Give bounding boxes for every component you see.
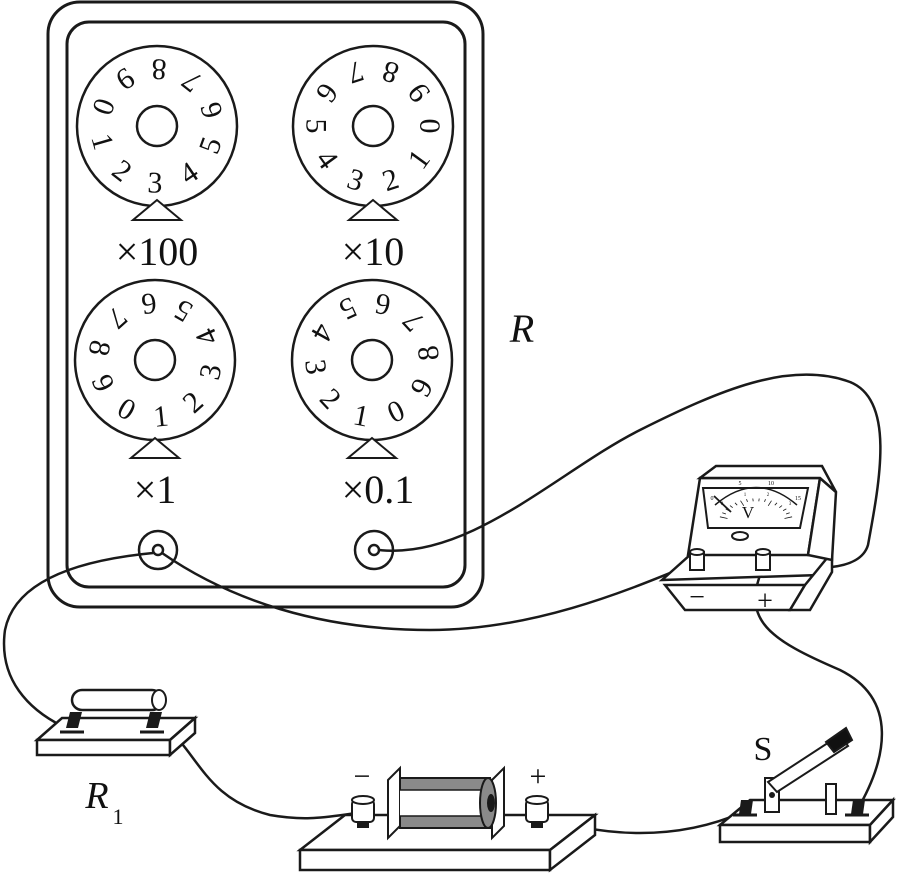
- voltmeter-plus-label: +: [757, 586, 773, 617]
- switch-label: S: [754, 731, 773, 768]
- dial-x100-multiplier: ×100: [116, 229, 199, 274]
- dial-x1-pointer: [131, 438, 179, 458]
- dial-x100-knob: [137, 106, 177, 146]
- resistor-body: [72, 690, 162, 710]
- switch-handle[interactable]: [826, 728, 852, 752]
- dial-digit: 8: [151, 52, 167, 86]
- wire-box-to-voltmeter-minus: [162, 553, 697, 630]
- resistor-r1: R 1: [37, 690, 195, 829]
- voltmeter-scale-label: 15: [795, 496, 801, 502]
- voltmeter-minus-label: −: [689, 582, 705, 613]
- dial-x1-knob: [135, 340, 175, 380]
- dial-x1-multiplier: ×1: [134, 467, 177, 512]
- wire-resistor-to-battery: [170, 730, 365, 818]
- switch-contact: [826, 784, 836, 814]
- voltmeter-terminal-plus[interactable]: [756, 549, 770, 570]
- voltmeter-scale-label: 10: [768, 481, 774, 487]
- dial-x0-1-pointer: [348, 438, 396, 458]
- battery-plus-label: +: [530, 760, 547, 793]
- dial-digit: 0: [414, 119, 447, 134]
- switch-terminal-left[interactable]: [739, 800, 753, 814]
- resistor-label: R: [84, 775, 108, 817]
- voltmeter-zero-adjust-screw[interactable]: [732, 532, 748, 540]
- voltmeter: V 0 5 10 15 0 1 2 3 − +: [662, 466, 836, 617]
- dial-digit: 5: [300, 119, 333, 134]
- switch-s: S: [720, 728, 893, 842]
- battery: − +: [300, 760, 595, 870]
- voltmeter-face: [703, 488, 808, 528]
- dial-x10-multiplier: ×10: [342, 229, 405, 274]
- battery-minus-label: −: [354, 760, 371, 793]
- dial-x0-1-knob: [352, 340, 392, 380]
- switch-terminal-right[interactable]: [851, 800, 865, 814]
- resistor-label-subscript: 1: [113, 804, 124, 829]
- resistance-box-label: R: [509, 306, 534, 351]
- dial-x10-knob: [353, 106, 393, 146]
- dial-x0-1-multiplier: ×0.1: [342, 467, 415, 512]
- resistance-box-terminal-left[interactable]: [139, 531, 177, 569]
- voltmeter-scale-label: 0: [711, 496, 714, 502]
- voltmeter-scale-label: 5: [739, 481, 742, 487]
- voltmeter-symbol: V: [742, 503, 755, 522]
- dial-digit: 3: [147, 166, 163, 200]
- voltmeter-terminal-minus[interactable]: [690, 549, 704, 570]
